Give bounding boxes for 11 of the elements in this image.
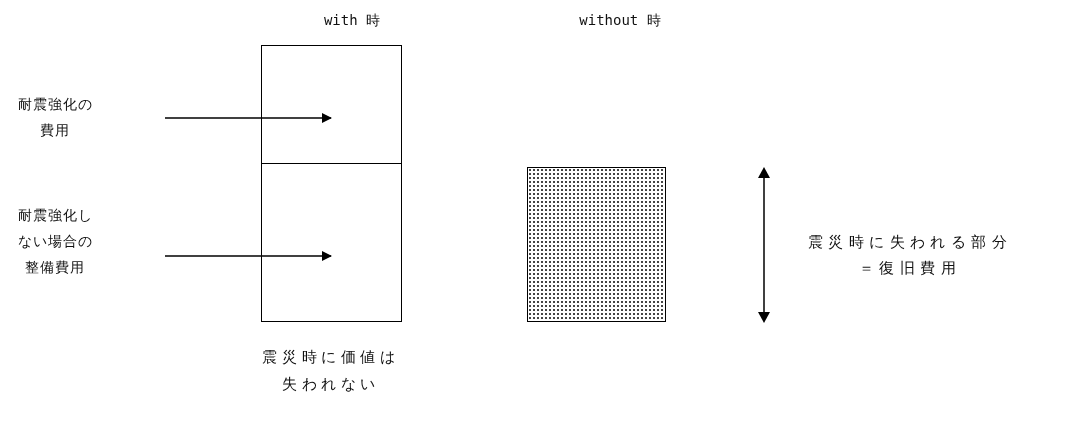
cost-box [261,45,402,164]
arrow [164,113,332,123]
arrow [164,251,332,261]
cost-label: 耐震強化の費用 [14,91,96,143]
cost-box [261,163,402,322]
note-text: 震災時に失われる部分＝復旧費用 [807,232,1013,279]
dotted-box [527,167,666,322]
column-heading: with 時 [322,11,382,30]
column-heading: without 時 [578,11,662,30]
note-text: 震災時に価値は失われない [261,347,401,395]
cost-label: 耐震強化しない場合の整備費用 [14,202,96,280]
